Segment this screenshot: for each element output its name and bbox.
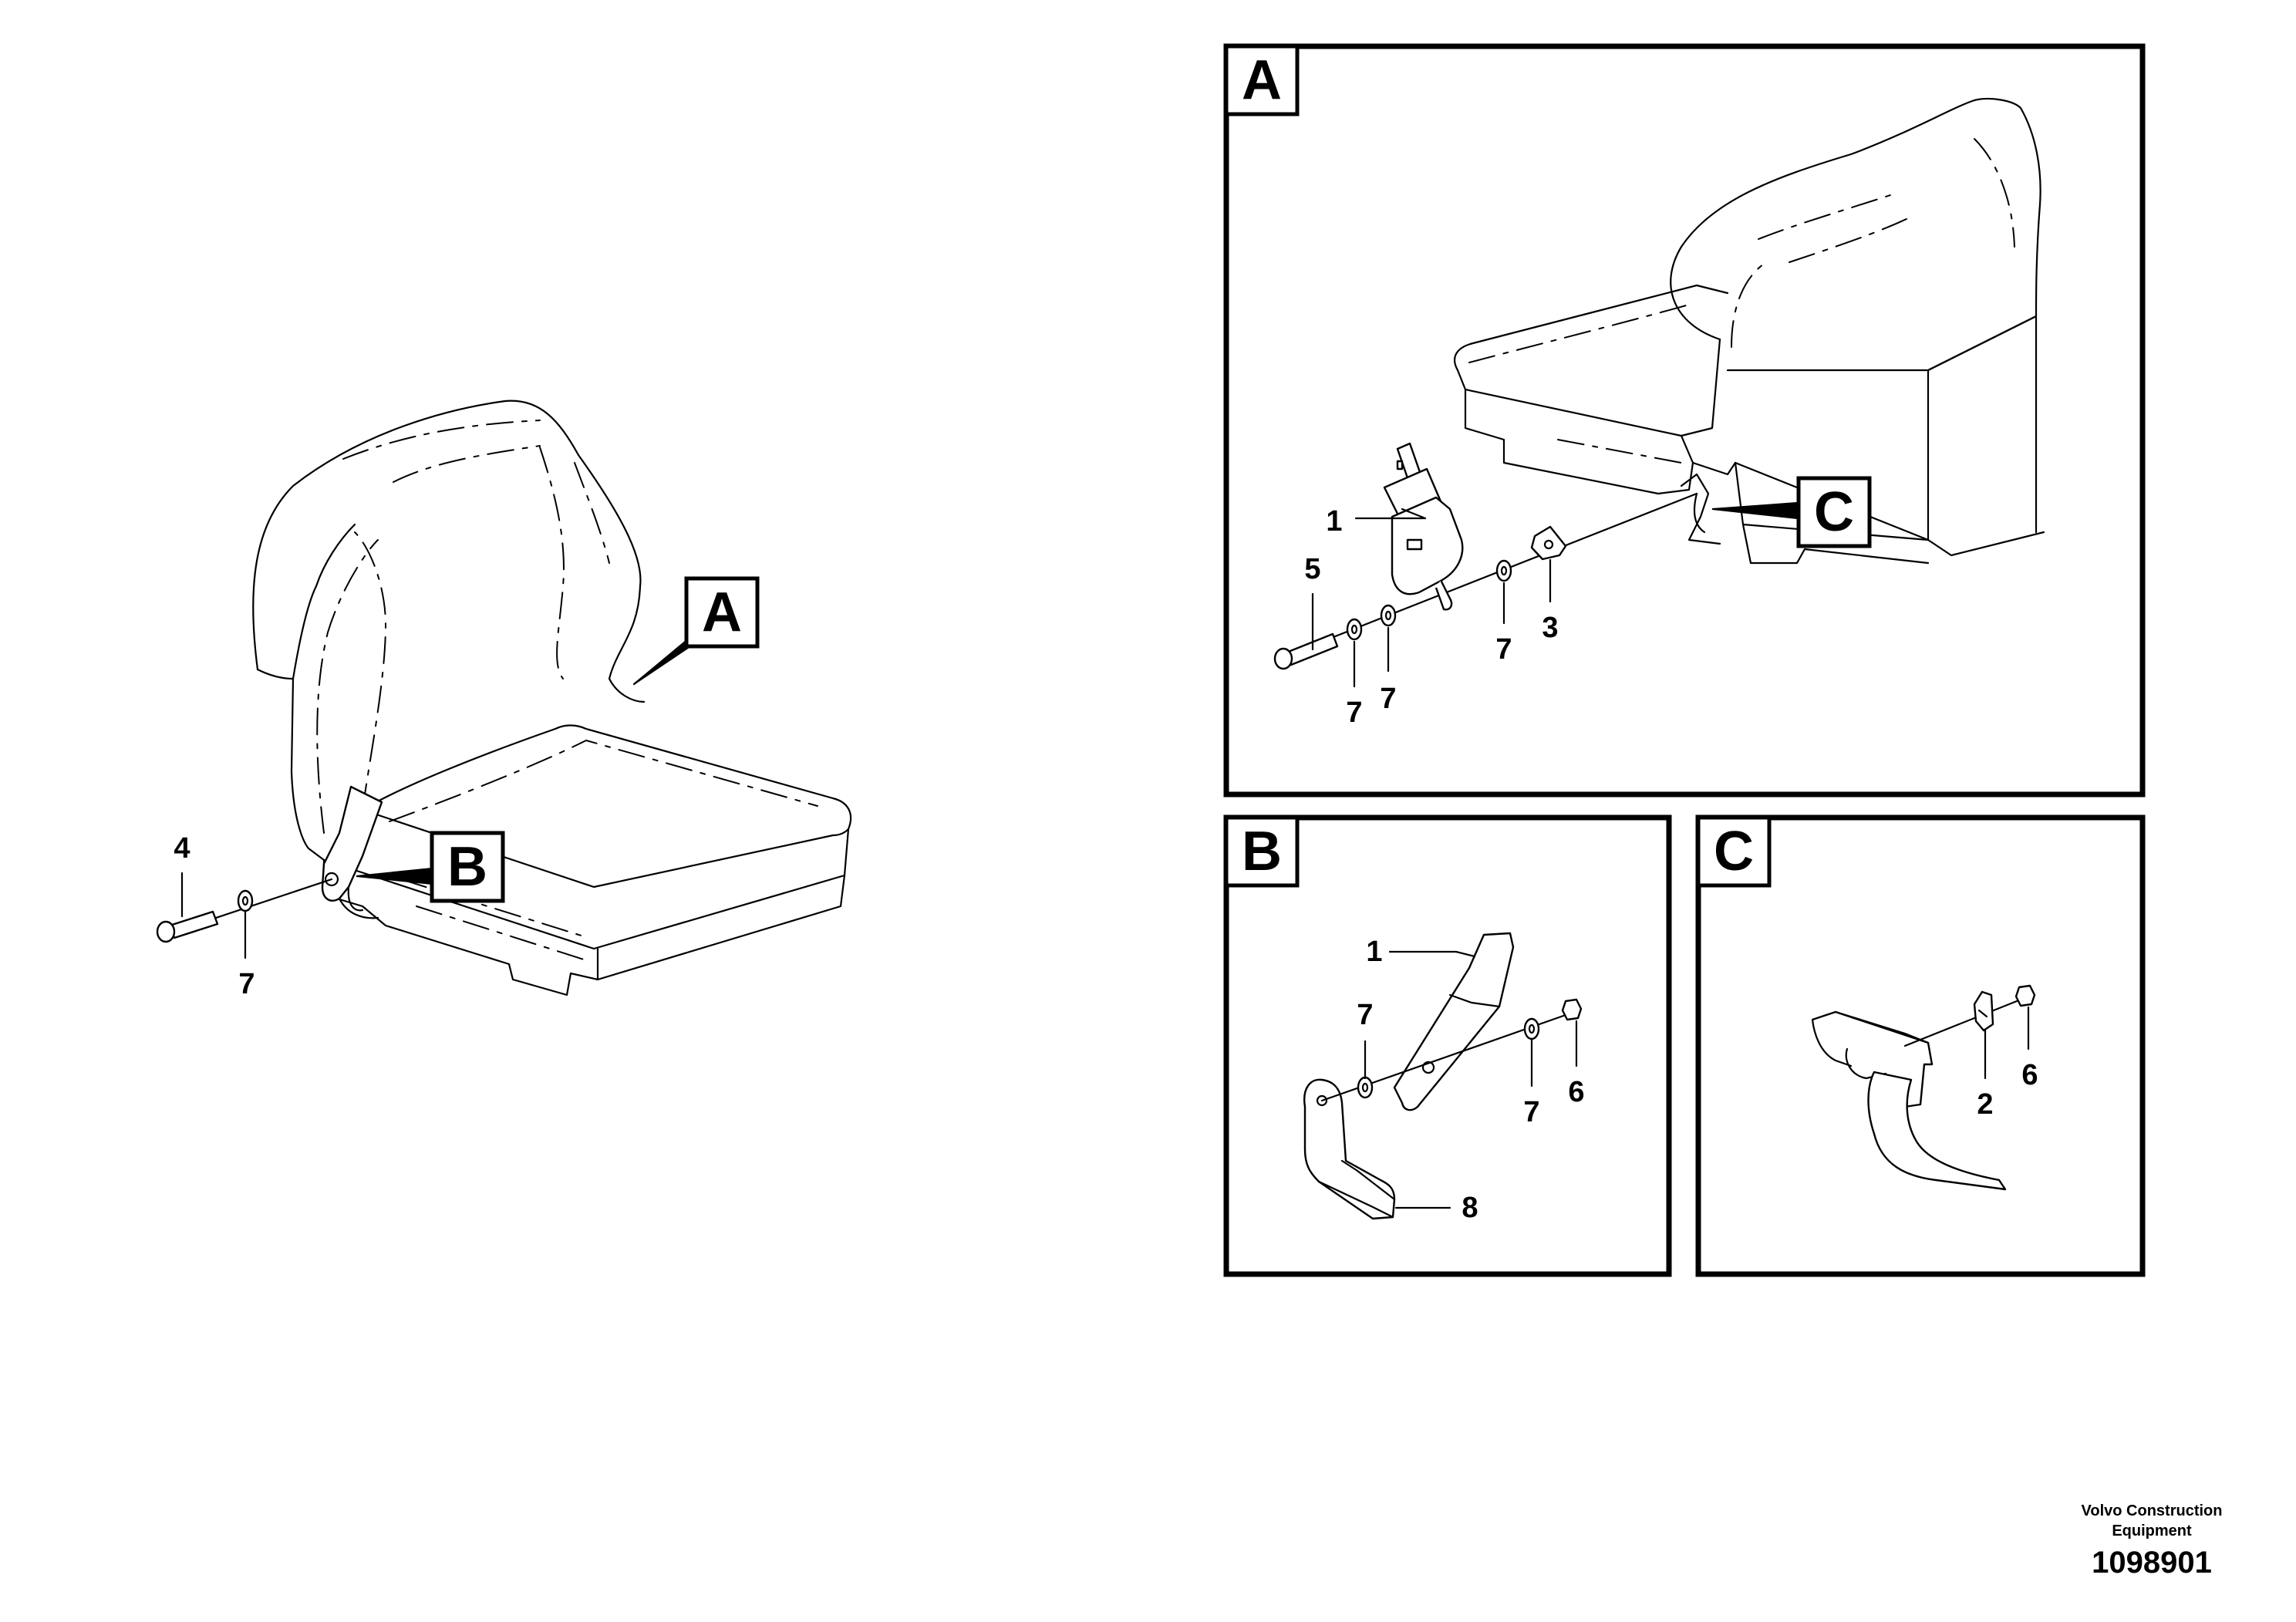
view-c-belt-strap [1867, 1071, 2007, 1191]
view-a-seat-cushion [1453, 284, 1729, 372]
callout-c-2: 2 [1977, 1088, 1993, 1121]
detail-view-c-tag: C [1714, 821, 1754, 882]
main-view-tag-b-label: B [447, 836, 487, 898]
main-view-tag-a [684, 576, 760, 649]
callout-b-8: 8 [1462, 1192, 1478, 1224]
view-c-nut-6 [2014, 984, 2036, 1007]
main-seatbelt-bracket [321, 785, 383, 902]
main-seat-cushion [361, 724, 852, 837]
detail-view-b: B 1 7 7 6 8 [1223, 814, 1672, 1277]
main-seat-backrest [252, 400, 646, 703]
view-a-spacer-3 [1530, 525, 1567, 561]
callout-b-1: 1 [1366, 936, 1382, 968]
view-a-washer-7c [1495, 559, 1512, 582]
view-b-washer-7b [1523, 1017, 1540, 1040]
callout-c-6: 6 [2021, 1059, 2038, 1091]
callout-a-5: 5 [1304, 553, 1320, 585]
callout-b-7a: 7 [1357, 999, 1373, 1031]
detail-view-a-frame [1223, 43, 2146, 798]
detail-view-b-tag: B [1242, 821, 1282, 882]
detail-view-a: A C [1223, 43, 2146, 798]
main-seat-backrest-edge [256, 668, 310, 850]
callout-b-7b: 7 [1523, 1096, 1539, 1128]
detail-view-b-frame [1223, 814, 1672, 1277]
view-a-tag-c-label: C [1814, 481, 1854, 543]
footer-brand-line2: Equipment [2112, 1523, 2192, 1539]
view-a-washer-7b [1380, 604, 1397, 627]
callout-a-7c: 7 [1495, 633, 1512, 666]
footer-brand-block: Volvo Construction Equipment 1098901 [2036, 1501, 2267, 1583]
main-washer-7 [237, 889, 254, 912]
main-view-tag-b [430, 831, 505, 903]
view-b-washer-7a [1357, 1076, 1374, 1099]
view-a-seat-backrest [1670, 97, 2041, 372]
callout-a-1: 1 [1326, 505, 1342, 538]
view-a-washer-7a [1346, 618, 1363, 641]
callout-a-7a: 7 [1346, 696, 1362, 729]
footer-document-number: 1098901 [2092, 1546, 2212, 1580]
view-a-seatbelt-buckle [1383, 442, 1464, 611]
view-c-clip-2 [1973, 990, 1994, 1032]
view-b-anchor-bracket [1303, 1078, 1396, 1220]
callout-a-3: 3 [1542, 612, 1558, 644]
detail-view-c-frame [1695, 814, 2146, 1277]
detail-view-c: C 2 6 [1695, 814, 2146, 1277]
detail-view-a-tag: A [1242, 49, 1282, 111]
callout-a-7b: 7 [1380, 683, 1396, 715]
view-b-tongue-plate [1393, 932, 1515, 1111]
callout-b-6: 6 [1568, 1076, 1584, 1108]
main-seat-view: 4 7 A B [156, 400, 852, 1000]
footer-brand-line1: Volvo Construction [2081, 1502, 2223, 1519]
view-a-bolt-5 [1273, 632, 1339, 670]
callout-main-4: 4 [174, 832, 190, 865]
view-b-nut-6 [1561, 998, 1583, 1021]
view-a-tag-c [1796, 476, 1872, 548]
callout-main-7: 7 [238, 968, 255, 1000]
main-bolt-4 [156, 910, 219, 943]
main-view-tag-a-label: A [702, 582, 742, 643]
